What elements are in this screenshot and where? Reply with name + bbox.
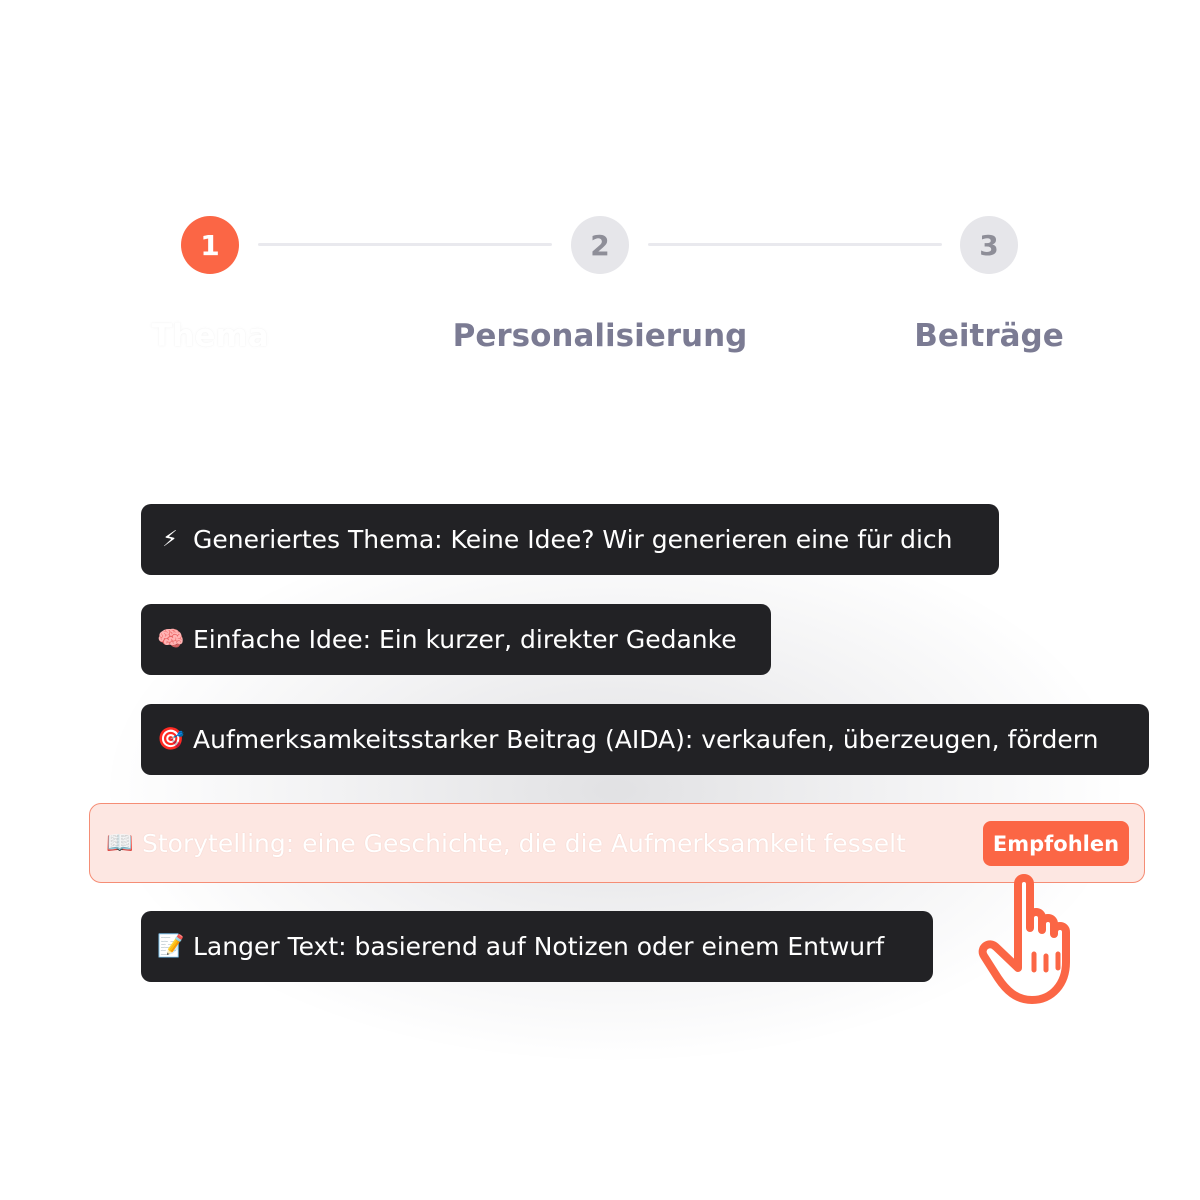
step-connector-1 xyxy=(258,243,552,246)
option-label: Einfache Idee: Ein kurzer, direkter Geda… xyxy=(193,625,737,654)
option-label: Storytelling: eine Geschichte, die die A… xyxy=(142,828,906,858)
memo-icon: 📝 xyxy=(157,934,185,959)
step-1-label: Thema xyxy=(151,318,269,354)
option-long-text[interactable]: 📝 Langer Text: basierend auf Notizen ode… xyxy=(141,911,933,982)
brain-icon: 🧠 xyxy=(157,627,185,652)
option-label: Aufmerksamkeitsstarker Beitrag (AIDA): v… xyxy=(193,725,1099,754)
step-3-circle[interactable]: 3 xyxy=(960,216,1018,274)
option-storytelling[interactable]: 📖 Storytelling: eine Geschichte, die die… xyxy=(89,803,1145,883)
lightning-icon: ⚡ xyxy=(162,527,178,552)
option-simple-idea[interactable]: 🧠 Einfache Idee: Ein kurzer, direkter Ge… xyxy=(141,604,771,675)
step-connector-2 xyxy=(648,243,942,246)
step-2-circle[interactable]: 2 xyxy=(571,216,629,274)
option-generated-theme[interactable]: ⚡ Generiertes Thema: Keine Idee? Wir gen… xyxy=(141,504,999,575)
step-3-label: Beiträge xyxy=(914,318,1064,354)
step-2-label: Personalisierung xyxy=(452,318,748,354)
pointing-hand-icon xyxy=(978,874,1070,1004)
step-1-circle[interactable]: 1 xyxy=(181,216,239,274)
recommended-badge: Empfohlen xyxy=(983,821,1129,866)
option-label: Generiertes Thema: Keine Idee? Wir gener… xyxy=(193,525,953,554)
option-aida-post[interactable]: 🎯 Aufmerksamkeitsstarker Beitrag (AIDA):… xyxy=(141,704,1149,775)
target-icon: 🎯 xyxy=(157,727,185,752)
option-label: Langer Text: basierend auf Notizen oder … xyxy=(193,932,885,961)
open-book-icon: 📖 xyxy=(106,830,134,856)
